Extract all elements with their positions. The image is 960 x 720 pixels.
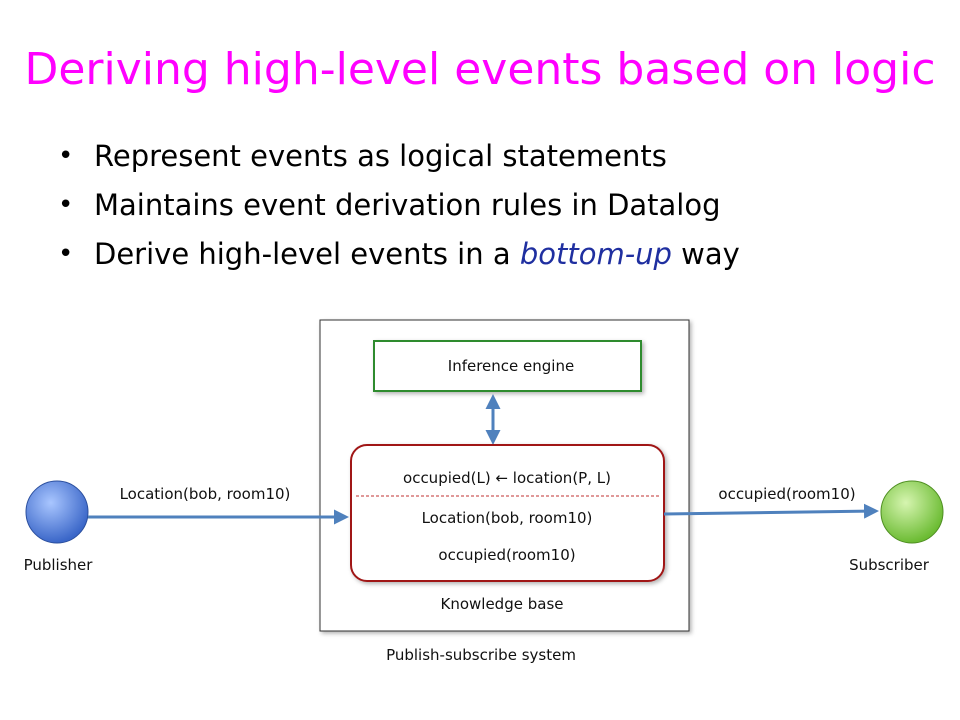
publisher-label: Publisher bbox=[24, 556, 94, 574]
bullet-item: • Derive high-level events in a bottom-u… bbox=[58, 230, 740, 279]
bullet-list: • Represent events as logical statements… bbox=[58, 132, 740, 279]
bullet-text-tail: way bbox=[671, 237, 740, 271]
knowledge-base-label: Knowledge base bbox=[441, 595, 564, 613]
kb-fact: Location(bob, room10) bbox=[422, 509, 593, 527]
output-event-label: occupied(room10) bbox=[718, 485, 855, 503]
bullet-icon: • bbox=[58, 141, 74, 171]
inference-engine-label: Inference engine bbox=[448, 357, 574, 375]
notify-arrow bbox=[663, 503, 879, 519]
subscriber-node bbox=[880, 480, 944, 544]
bullet-item: • Maintains event derivation rules in Da… bbox=[58, 181, 740, 230]
bullet-emphasis: bottom-up bbox=[519, 237, 672, 271]
bullet-icon: • bbox=[58, 239, 74, 269]
kb-fact: occupied(room10) bbox=[438, 546, 575, 564]
slide-title: Deriving high-level events based on logi… bbox=[24, 44, 936, 95]
bullet-text: Represent events as logical statements bbox=[94, 139, 667, 173]
bullet-text: Derive high-level events in a bbox=[94, 237, 520, 271]
publisher-node bbox=[25, 480, 89, 544]
bullet-text: Maintains event derivation rules in Data… bbox=[94, 188, 721, 222]
system-label: Publish-subscribe system bbox=[386, 646, 576, 664]
bullet-item: • Represent events as logical statements bbox=[58, 132, 740, 181]
bullet-icon: • bbox=[58, 190, 74, 220]
kb-rule: occupied(L) ← location(P, L) bbox=[403, 469, 611, 487]
subscriber-label: Subscriber bbox=[849, 556, 930, 574]
inference-engine-box bbox=[373, 340, 642, 392]
input-event-label: Location(bob, room10) bbox=[120, 485, 291, 503]
